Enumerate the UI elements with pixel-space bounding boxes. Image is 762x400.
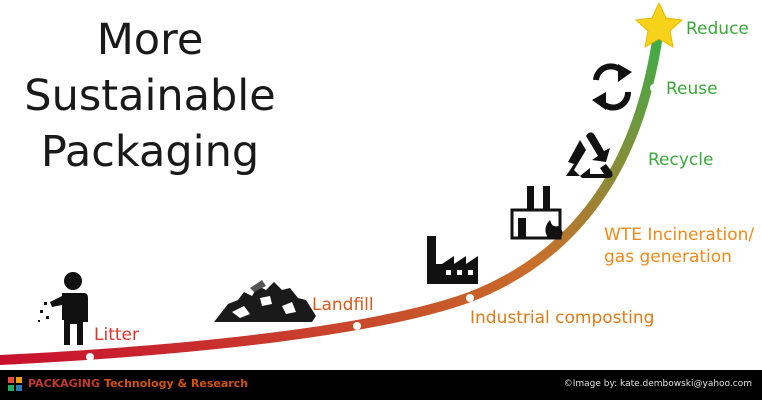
stage-label-wte: gas generation (604, 247, 732, 267)
stage-marker-landfill (353, 322, 361, 330)
title-line-2: Sustainable (24, 71, 276, 121)
stage-label-composting: Industrial composting (470, 308, 654, 328)
brand-logo-icon (8, 377, 22, 391)
brand-name-secondary: Technology & Research (104, 377, 249, 390)
stage-label-wte: WTE Incineration/ (604, 225, 754, 245)
title-line-1: More (96, 15, 204, 65)
stage-markers (86, 84, 658, 361)
brand-name-primary: PACKAGING (28, 377, 101, 390)
landfill-pile-icon (214, 280, 316, 322)
stage-marker-wte (582, 224, 590, 232)
star-icon (634, 1, 684, 48)
reuse-arrows-icon (592, 63, 632, 111)
brand-logo-square (8, 385, 14, 391)
stage-label-recycle: Recycle (648, 150, 713, 170)
stage-marker-reuse (650, 84, 658, 92)
brand-logo-square (8, 377, 14, 383)
stage-marker-litter (86, 353, 94, 361)
stage-marker-recycle (629, 154, 637, 162)
image-credit: ©Image by: kate.dembowski@yahoo.com (563, 379, 752, 389)
person-littering-icon (38, 272, 88, 345)
recycle-icon (566, 132, 613, 178)
title-line-3: Packaging (40, 127, 260, 177)
title: More Sustainable Packaging (0, 12, 300, 180)
brand-logo-square (16, 377, 22, 383)
stage-label-landfill: Landfill (312, 295, 374, 315)
stage-label-reduce: Reduce (686, 19, 749, 39)
stage-label-litter: Litter (94, 325, 139, 345)
stage-label-reuse: Reuse (666, 79, 718, 99)
brand-logo-square (16, 385, 22, 391)
incinerator-icon (510, 183, 563, 240)
stage-marker-composting (466, 294, 474, 302)
factory-icon (427, 236, 478, 284)
